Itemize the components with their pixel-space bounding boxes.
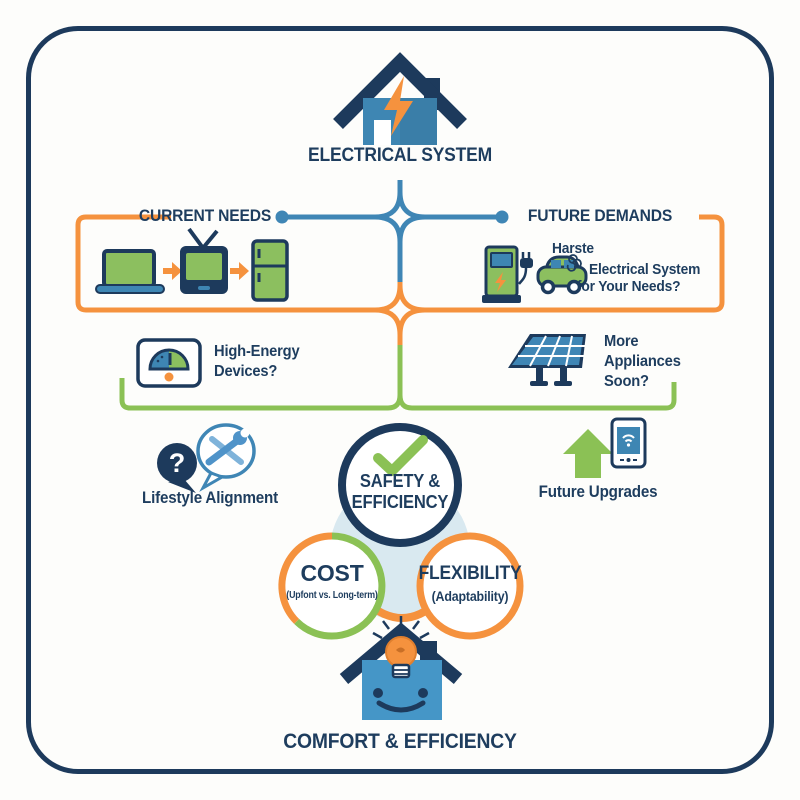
house-bulb-icon (339, 616, 463, 720)
more-appliances-question: More Appliances Soon? (604, 333, 681, 390)
arrow-right-icon (163, 262, 182, 280)
safety-circle (338, 423, 462, 547)
ev-charger-icon (482, 245, 533, 303)
lifestyle-alignment-label: Lifestyle Alignment (142, 489, 278, 507)
arrow-right-icon (230, 262, 249, 280)
orange-bracket-connector (75, 214, 725, 345)
cost-sublabel: (Upfont vs. Long-term) (286, 589, 378, 601)
tools-bubble-icon (196, 423, 256, 492)
outer-border (26, 26, 774, 774)
high-energy-question: High-Energy Devices? (214, 343, 300, 380)
future-demands-label: FUTURE DEMANDS (527, 206, 673, 225)
tv-icon (180, 227, 228, 294)
check-icon (373, 435, 428, 476)
solar-panel-icon (508, 334, 586, 386)
current-needs-label: CURRENT NEEDS (138, 206, 272, 225)
flexibility-circle (416, 532, 524, 640)
fan-icon (566, 254, 582, 272)
flexibility-sublabel: (Adaptability) (431, 589, 509, 604)
right-node-dot (495, 210, 509, 224)
cost-label: COST (300, 560, 364, 586)
fridge-icon (251, 239, 289, 302)
comfort-efficiency-footer: COMFORT & EFFICIENCY (283, 730, 517, 753)
left-node-dot (275, 210, 289, 224)
house-bolt-icon (333, 52, 467, 145)
future-caption-line: Electrical System (589, 261, 701, 278)
diagram-title: ELECTRICAL SYSTEM (308, 145, 492, 166)
smartphone-icon (610, 417, 647, 469)
question-bubble-icon: ? (157, 443, 197, 493)
future-caption-line: for Your Needs? (577, 278, 681, 295)
cost-circle (278, 532, 386, 640)
ev-car-icon (536, 255, 588, 295)
gauge-icon (136, 338, 202, 388)
question-mark-glyph: ? (169, 448, 186, 478)
safety-efficiency-label: SAFETY & EFFICIENCY (351, 471, 449, 512)
flexibility-label: FLEXIBILITY (418, 563, 522, 584)
lightning-bolt-icon (384, 76, 413, 136)
green-bracket-connector (119, 345, 677, 411)
blue-branch-connector (288, 180, 496, 282)
future-caption-line: Harste (552, 240, 594, 257)
laptop-icon (95, 249, 165, 294)
future-upgrades-label: Future Upgrades (538, 483, 658, 501)
up-arrow-icon (563, 429, 613, 478)
